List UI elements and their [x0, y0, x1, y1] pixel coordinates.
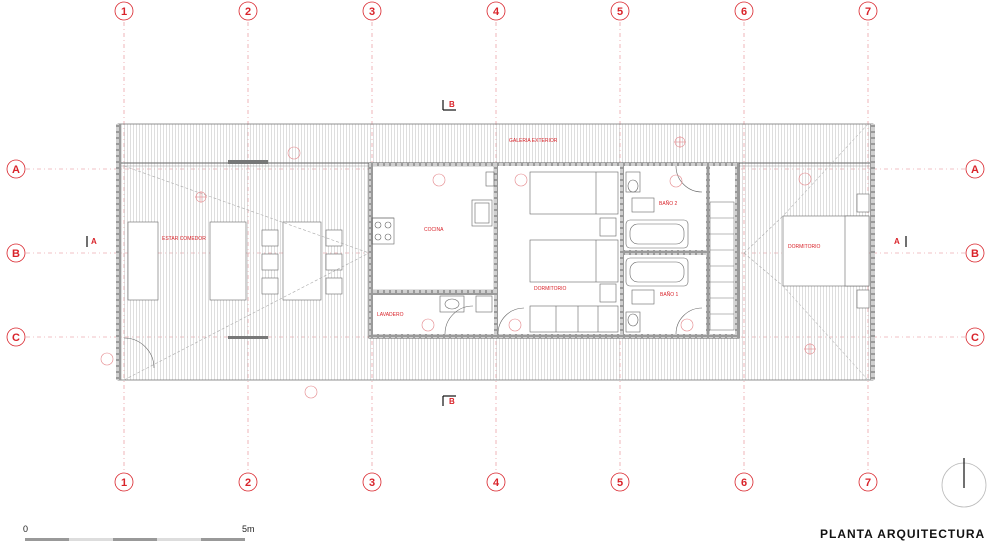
bathroom-fixtures [625, 165, 703, 335]
svg-text:5: 5 [617, 477, 623, 489]
posts [228, 160, 268, 339]
lavadero-fixtures [439, 295, 493, 335]
room-label-dormitorio-central: DORMITORIO [534, 286, 567, 292]
svg-text:1: 1 [121, 477, 127, 489]
svg-text:4: 4 [493, 6, 500, 18]
grid-bubbles-top: 1 2 3 4 5 6 7 [114, 1, 878, 21]
svg-text:4: 4 [493, 477, 500, 489]
drawing-title: PLANTA ARQUITECTURA [820, 527, 986, 541]
room-label-cocina: COCINA [424, 227, 444, 233]
living-furniture [123, 165, 370, 381]
dormitory-beds [497, 171, 619, 335]
scale-bar [25, 538, 245, 541]
svg-text:2: 2 [245, 477, 251, 489]
section-marker-top: B [442, 100, 456, 111]
svg-text:C: C [12, 332, 20, 344]
section-marker-left: A [86, 236, 97, 247]
closets [709, 201, 735, 331]
svg-text:B: B [12, 248, 20, 260]
scale-start-label: 0 [23, 524, 29, 534]
svg-text:A: A [894, 237, 900, 246]
svg-text:B: B [449, 100, 455, 109]
svg-text:A: A [12, 164, 20, 176]
grid-bubbles-left: A B C [6, 159, 26, 347]
room-label-bano1: BAÑO 1 [660, 291, 679, 298]
north-arrow-icon [941, 458, 987, 508]
room-label-dormitorio-este: DORMITORIO [788, 244, 821, 250]
svg-text:5: 5 [617, 6, 623, 18]
svg-text:B: B [971, 248, 979, 260]
finish-tags [100, 136, 816, 399]
svg-text:A: A [91, 237, 97, 246]
scale-end-label: 5m [242, 524, 255, 534]
kitchen-fixtures [371, 171, 495, 245]
svg-text:6: 6 [741, 6, 747, 18]
svg-text:B: B [449, 397, 455, 406]
svg-text:7: 7 [865, 6, 871, 18]
grid-bubbles-right: A B C [965, 159, 985, 347]
section-marker-bottom: B [442, 395, 456, 406]
svg-text:3: 3 [369, 477, 375, 489]
room-label-bano2: BAÑO 2 [659, 200, 678, 207]
svg-text:7: 7 [865, 477, 871, 489]
room-label-estar: ESTAR COMEDOR [162, 236, 206, 242]
svg-text:1: 1 [121, 6, 127, 18]
grid-bubbles-bottom: 1 2 3 4 5 6 7 [114, 472, 878, 492]
svg-text:2: 2 [245, 6, 251, 18]
room-label-galeria: GALERIA EXTERIOR [509, 138, 558, 144]
east-dorm-furniture [743, 123, 870, 381]
svg-text:6: 6 [741, 477, 747, 489]
svg-text:3: 3 [369, 6, 375, 18]
section-marker-right: A [894, 236, 907, 247]
room-label-lavadero: LAVADERO [377, 312, 404, 318]
svg-text:C: C [971, 332, 979, 344]
svg-text:A: A [971, 164, 979, 176]
